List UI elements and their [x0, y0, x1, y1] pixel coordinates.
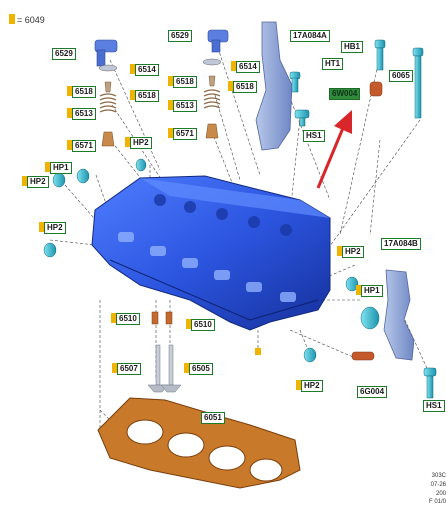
label-6513-left: 6513 — [72, 108, 96, 120]
marker — [45, 162, 50, 172]
sensor-6g004 — [351, 351, 375, 361]
bracket-17a084a — [255, 21, 293, 151]
legend-marker — [9, 14, 15, 24]
plugs — [43, 158, 380, 363]
valve-spring-group-left — [98, 64, 118, 147]
label-6513-right: 6513 — [173, 100, 197, 112]
marker — [67, 140, 72, 150]
cylinder-head — [91, 175, 331, 331]
label-6518-right-b: 6518 — [233, 81, 257, 93]
marker — [337, 246, 342, 256]
bolt-hs1-lower — [423, 367, 437, 399]
valve-6505 — [160, 344, 182, 393]
label-6514-right: 6514 — [236, 61, 260, 73]
label-6507: 6507 — [117, 363, 141, 375]
sensor-6529-left — [94, 39, 118, 67]
marker — [67, 86, 72, 96]
label-6529-left: 6529 — [52, 48, 76, 60]
marker — [186, 319, 191, 329]
marker — [168, 128, 173, 138]
label-6571-right: 6571 — [173, 128, 197, 140]
marker — [184, 363, 189, 373]
marker — [22, 176, 27, 186]
label-6529-right: 6529 — [168, 30, 192, 42]
label-6518-right-a: 6518 — [173, 76, 197, 88]
label-6505: 6505 — [189, 363, 213, 375]
valve-guides-6510 — [151, 311, 173, 325]
marker — [125, 137, 130, 147]
marker — [168, 100, 173, 110]
marker — [130, 64, 135, 74]
bolt-hb1 — [374, 39, 386, 71]
label-hs1-upper: HS1 — [303, 130, 325, 142]
label-ht1: HT1 — [322, 58, 344, 70]
label-hs1-lower: HS1 — [423, 400, 445, 412]
label-6510-b: 6510 — [191, 319, 215, 331]
marker — [111, 313, 116, 323]
label-hp2-e: HP2 — [301, 380, 323, 392]
corner-ref-4: F 01/0 — [428, 499, 446, 505]
label-hp1-a: HP1 — [50, 162, 72, 174]
legend-label: = 6049 — [17, 15, 45, 25]
corner-ref-2: 07-26 — [430, 482, 446, 488]
label-6518-left-b: 6518 — [135, 90, 159, 102]
label-6051: 6051 — [201, 412, 225, 424]
label-hp2-c: HP2 — [44, 222, 66, 234]
label-6518-left-a: 6518 — [72, 86, 96, 98]
valve-spring-group-right — [202, 58, 222, 139]
center-marker — [255, 348, 261, 355]
label-6571-left: 6571 — [72, 140, 96, 152]
label-6510-a: 6510 — [116, 313, 140, 325]
marker — [168, 76, 173, 86]
label-hp1-b: HP1 — [361, 285, 383, 297]
marker — [356, 285, 361, 295]
bracket-17a084b — [383, 269, 415, 361]
label-6w004: 6W004 — [329, 88, 361, 100]
marker — [296, 380, 301, 390]
label-hp2-d: HP2 — [342, 246, 364, 258]
bolt-ht1 — [289, 71, 301, 93]
head-gasket — [97, 397, 301, 489]
label-6514-left: 6514 — [135, 64, 159, 76]
corner-ref-1: 303C — [431, 473, 446, 479]
label-6065: 6065 — [389, 70, 413, 82]
label-hb1: HB1 — [341, 41, 364, 53]
bolt-6065 — [412, 47, 424, 119]
label-17a084b: 17A084B — [381, 238, 421, 250]
marker — [112, 363, 117, 373]
marker — [228, 81, 233, 91]
bolt-hs1-upper — [294, 109, 310, 127]
marker — [231, 61, 236, 71]
label-17a084a: 17A084A — [290, 30, 330, 42]
marker — [39, 222, 44, 232]
sensor-6529-right — [207, 29, 229, 53]
corner-ref-3: 200 — [435, 491, 446, 497]
red-indicator-arrow — [316, 110, 352, 189]
marker — [67, 108, 72, 118]
label-hp2-a: HP2 — [130, 137, 152, 149]
sensor-6w004 — [369, 81, 383, 97]
marker — [130, 90, 135, 100]
label-6g004: 6G004 — [357, 386, 388, 398]
label-hp2-b: HP2 — [27, 176, 49, 188]
